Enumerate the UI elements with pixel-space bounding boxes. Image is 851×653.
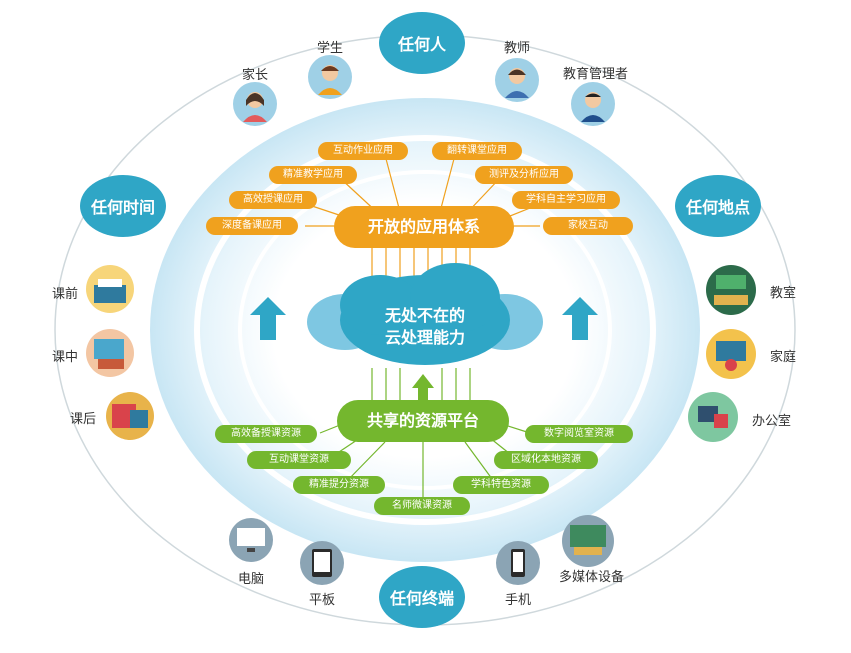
multimedia-label: 多媒体设备 [559,570,625,585]
office-label: 办公室 [752,414,792,429]
resource-pill: 名师微课资源 [374,497,470,515]
center-up-arrow [412,374,434,400]
cloud-text-line1: 无处不在的 [384,306,465,325]
app-pill: 翻转课堂应用 [432,142,522,160]
manager-icon [571,82,615,126]
before-class-icon [86,265,134,313]
hub-anyone: 任何人 [379,12,465,74]
cloud-shape [307,263,543,365]
resource-pill: 高效备授课资源 [215,425,317,443]
phone-icon [496,541,540,585]
computer-label: 电脑 [238,572,265,587]
after-class-icon [106,392,154,440]
in-class-label: 课中 [52,350,79,365]
parent-label: 家长 [242,68,269,83]
right-up-arrow [562,297,598,340]
hub-anytime: 任何时间 [80,175,166,237]
left-up-arrow [250,297,286,340]
app-pill: 高效授课应用 [229,191,317,209]
inner-ring [194,135,656,525]
office-icon [688,392,738,442]
tablet-label: 平板 [309,593,336,608]
inner-ring-2 [238,170,612,490]
multimedia-icon [562,515,614,567]
cloud-text-line2: 云处理能力 [384,328,465,347]
resource-pill: 互动课堂资源 [247,451,351,469]
classroom-label: 教室 [770,286,797,301]
phone-label: 手机 [505,593,532,608]
after-class-label: 课后 [70,412,97,427]
classroom-icon [706,265,756,315]
app-pill: 家校互动 [543,217,633,235]
hub-any-device: 任何终端 [379,566,465,628]
teacher-label: 教师 [504,41,531,56]
teacher-icon [495,58,539,102]
student-label: 学生 [317,41,344,56]
parent-icon [233,82,277,126]
resources-title: 共享的资源平台 [337,400,509,442]
resource-pill: 区域化本地资源 [494,451,598,469]
app-pill: 测评及分析应用 [475,166,573,184]
app-pill: 学科自主学习应用 [512,191,620,209]
resource-pill: 精准提分资源 [293,476,385,494]
tablet-icon [300,541,344,585]
before-class-label: 课前 [52,287,79,302]
student-icon [308,55,352,99]
app-pill: 精准教学应用 [269,166,357,184]
resource-pill: 学科特色资源 [453,476,549,494]
hub-anywhere: 任何地点 [675,175,761,237]
in-class-icon [86,329,134,377]
app-pill: 深度备课应用 [206,217,298,235]
home-icon [706,329,756,379]
apps-title: 开放的应用体系 [334,206,514,248]
home-label: 家庭 [770,350,797,365]
resource-pill: 数字阅览室资源 [525,425,633,443]
manager-label: 教育管理者 [563,67,629,82]
app-pill: 互动作业应用 [318,142,408,160]
computer-icon [229,518,273,562]
